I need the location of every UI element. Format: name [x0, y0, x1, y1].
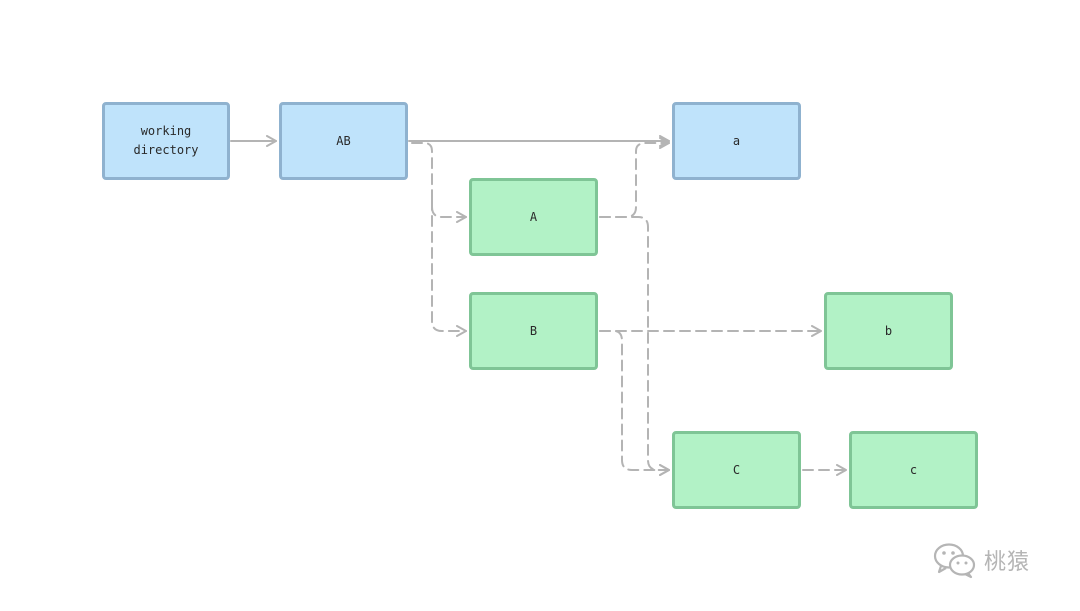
edge-A-to-a: [599, 137, 670, 218]
node-A: A: [469, 178, 598, 256]
watermark-text: 桃猿: [984, 550, 1031, 575]
node-AB: AB: [279, 102, 408, 180]
watermark: 桃猿: [932, 540, 1030, 580]
node-a: a: [672, 102, 801, 180]
node-B: B: [469, 292, 598, 370]
edge-A-to-C: [599, 216, 670, 476]
node-b: b: [824, 292, 953, 370]
edge-B-to-C: [599, 330, 670, 476]
node-c: c: [849, 431, 978, 509]
edge-AB-to-A: [411, 142, 467, 223]
wechat-icon: [933, 543, 976, 579]
node-working-directory: working directory: [102, 102, 230, 180]
node-C: C: [672, 431, 801, 509]
edge-AB-to-B: [431, 199, 467, 337]
